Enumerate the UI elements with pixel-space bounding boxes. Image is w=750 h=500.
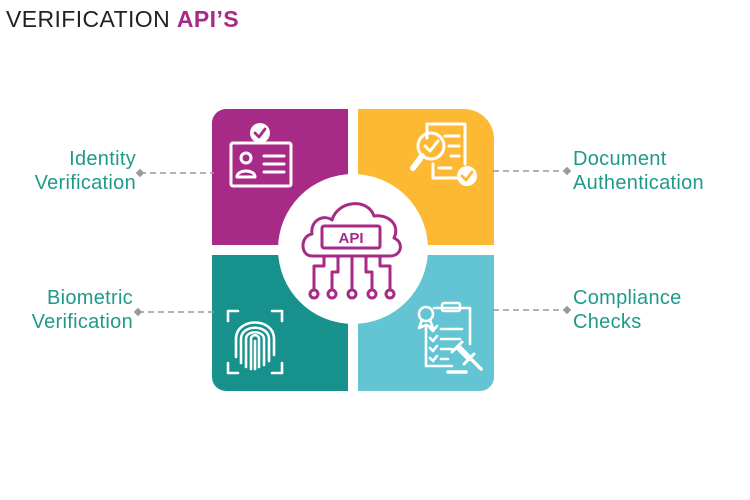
label-biometric-verification: Biometric Verification — [32, 286, 133, 334]
title-prefix: VERIFICATION — [6, 6, 177, 32]
connector-identity — [135, 168, 214, 178]
label-biometric-line1: Biometric — [46, 287, 133, 309]
page-title: VERIFICATION API’S — [6, 6, 239, 33]
title-emphasis: API’S — [176, 6, 239, 32]
document-search-check-icon — [410, 122, 477, 186]
label-document-line1: Document — [573, 148, 667, 170]
label-identity-line2: Verification — [34, 172, 136, 194]
label-compliance-checks: Compliance Checks — [573, 286, 682, 334]
connector-biometric — [133, 307, 214, 317]
label-biometric-line2: Verification — [31, 311, 133, 333]
label-compliance-line2: Checks — [573, 311, 642, 333]
connector-document — [493, 166, 572, 176]
checklist-gavel-icon — [417, 301, 483, 374]
id-card-check-icon — [229, 123, 293, 188]
label-identity-line1: Identity — [69, 148, 136, 170]
connector-compliance — [493, 305, 572, 315]
fingerprint-scan-icon — [226, 309, 284, 375]
label-document-line2: Authentication — [573, 172, 704, 194]
label-compliance-line1: Compliance — [573, 287, 682, 309]
label-document-authentication: Document Authentication — [573, 147, 704, 195]
cloud-api-icon: API — [301, 202, 402, 300]
label-identity-verification: Identity Verification — [35, 147, 136, 195]
api-badge-text: API — [338, 230, 363, 247]
